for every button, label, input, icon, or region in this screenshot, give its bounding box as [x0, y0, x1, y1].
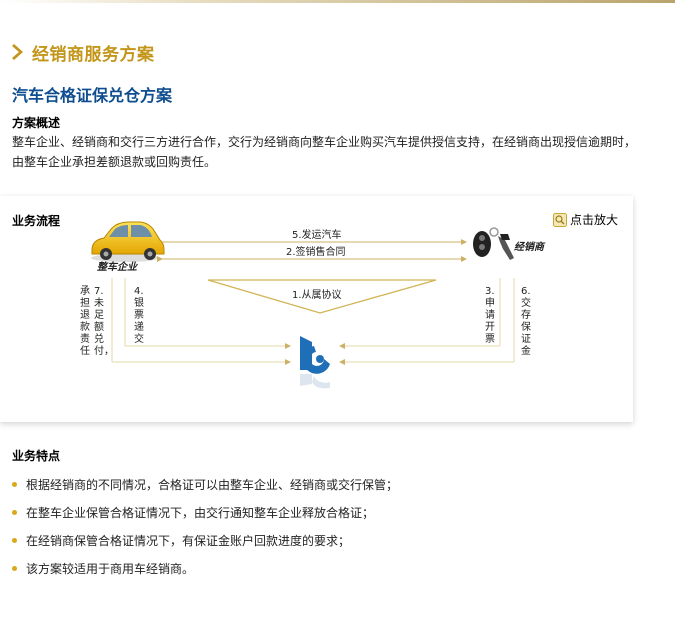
list-item: 在经销商保管合格证情况下，有保证金账户回款进度的要求； — [12, 526, 398, 554]
magnifier-icon — [553, 212, 567, 227]
overview-label: 方案概述 — [12, 116, 61, 130]
zoom-button[interactable]: 点击放大 — [553, 211, 618, 228]
features-list: 根据经销商的不同情况，合格证可以由整车企业、经销商或交行保管； 在整车企业保管合… — [12, 470, 398, 582]
overview-text: 整车企业、经销商和交行三方进行合作，交行为经销商向整车企业购买汽车提供授信支持，… — [12, 135, 637, 169]
car-icon — [91, 221, 165, 262]
step3-label: 3.申请开票 — [485, 286, 495, 345]
bank-logo-icon — [300, 336, 330, 389]
step5-label: 5.发运汽车 — [292, 228, 342, 241]
step7-label: 7.未足额兑付， — [94, 286, 114, 357]
dealer-label: 经销商 — [514, 241, 546, 253]
step6-label: 6.交存保证金 — [521, 286, 531, 357]
bullet-icon — [12, 481, 17, 487]
step2-label: 2.签销售合同 — [286, 245, 346, 258]
bullet-icon — [12, 509, 17, 515]
step1-label: 1.从属协议 — [292, 288, 342, 301]
bullet-icon — [12, 537, 17, 543]
flow-diagram: 整车企业 经销商 5.发运汽车 2.签销售合同 1.从属协议 — [91, 221, 546, 389]
bullet-icon — [12, 565, 17, 571]
flow-label: 业务流程 — [12, 214, 61, 228]
top-border — [0, 0, 675, 3]
step7-label-b: 承担退款责任 — [80, 286, 90, 357]
list-item: 根据经销商的不同情况，合格证可以由整车企业、经销商或交行保管； — [12, 470, 398, 498]
section-header: 经销商服务方案 — [12, 40, 155, 65]
chevron-right-icon — [12, 44, 23, 60]
list-item: 该方案较适用于商用车经销商。 — [12, 554, 398, 582]
section-title: 经销商服务方案 — [32, 44, 155, 65]
car-label: 整车企业 — [97, 261, 138, 273]
zoom-label[interactable]: 点击放大 — [570, 213, 619, 227]
car-key-icon — [473, 227, 514, 260]
list-item: 在整车企业保管合格证情况下，由交行通知整车企业释放合格证； — [12, 498, 398, 526]
page-title: 汽车合格证保兑仓方案 — [12, 86, 173, 105]
step4-label: 4.银票递交 — [134, 286, 144, 345]
features-label: 业务特点 — [12, 449, 61, 463]
